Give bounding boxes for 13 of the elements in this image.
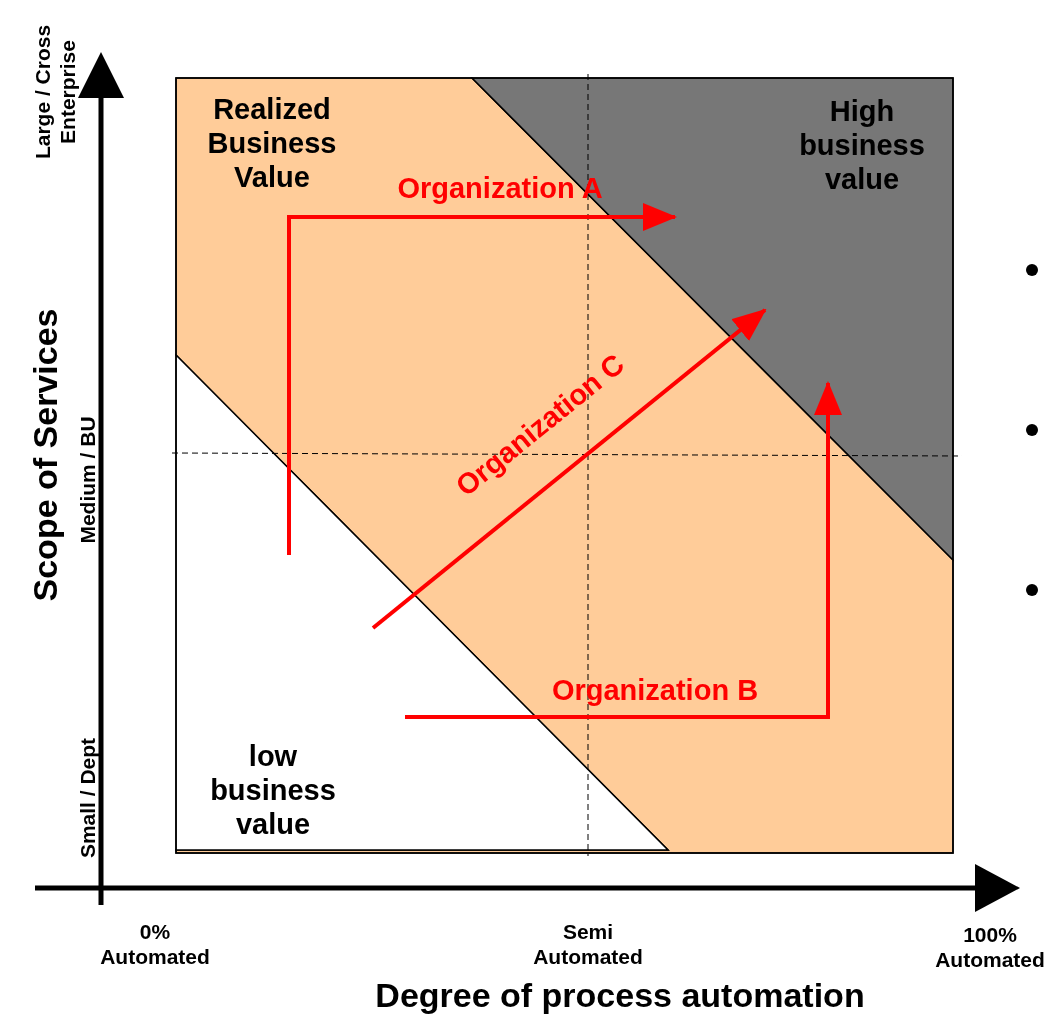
region-label: High business value [798,93,926,197]
axis-tick-label: Small / Dept [75,736,100,861]
axis-title: Degree of process automation [374,974,866,1015]
axis-tick-label: Semi Automated [532,920,644,970]
region-label: Realized Business Value [206,91,338,195]
axis-tick-label: Medium / BU [75,415,100,546]
axis-title: Scope of Services [24,307,65,604]
axis-tick-label: 0% Automated [99,920,211,970]
region-label: low business value [209,738,337,842]
axis-tick-label: 100% Automated [934,923,1046,973]
axis-tick-label: Large / Cross Enterprise [31,23,80,162]
arrow-label: Organization B [550,672,760,708]
arrow-label: Organization A [396,170,604,206]
